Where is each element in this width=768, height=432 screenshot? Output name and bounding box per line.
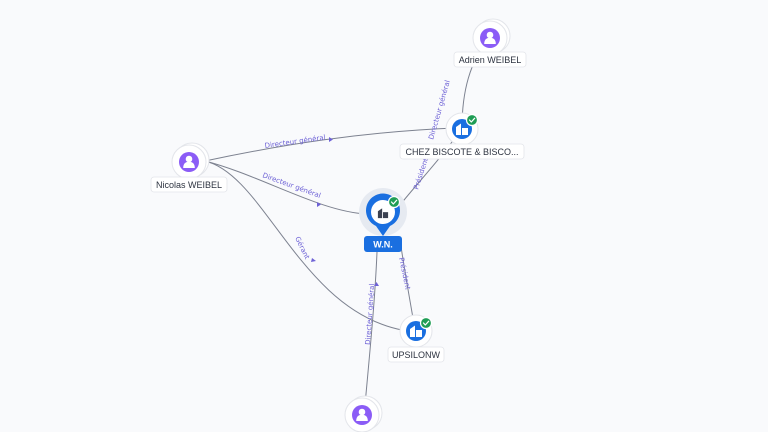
check-badge-icon (465, 113, 479, 127)
main-company-node-wn[interactable]: W.N. (359, 188, 407, 252)
edge-label: Directeur général (364, 283, 376, 345)
edge-label: Président (412, 157, 430, 191)
node-label: Nicolas WEIBEL (156, 180, 222, 190)
person-node-nicolas-weibel[interactable]: Nicolas WEIBEL (150, 142, 228, 193)
person-node-adrien-weibel[interactable]: Adrien WEIBEL (453, 18, 527, 68)
edge-label: Président (397, 257, 412, 291)
edge-bottom-main: Directeur général (364, 251, 379, 406)
node-label: Adrien WEIBEL (459, 55, 522, 65)
check-badge-icon (387, 195, 401, 209)
company-node-chez-biscote[interactable]: CHEZ BISCOTE & BISCO... (399, 112, 525, 160)
node-label: UPSILONW (392, 350, 441, 360)
edge-label: Directeur général (261, 171, 321, 200)
check-badge-icon (419, 316, 433, 330)
edge-label: Gérant (293, 235, 311, 260)
node-label: W.N. (373, 240, 393, 250)
person-node-bottom[interactable] (344, 395, 383, 432)
node-label: CHEZ BISCOTE & BISCO... (405, 147, 518, 157)
edge-label: Directeur général (264, 134, 326, 150)
company-node-upsilonw[interactable]: UPSILONW (387, 314, 445, 363)
edge-nicolas-main: Directeur général (204, 160, 368, 215)
